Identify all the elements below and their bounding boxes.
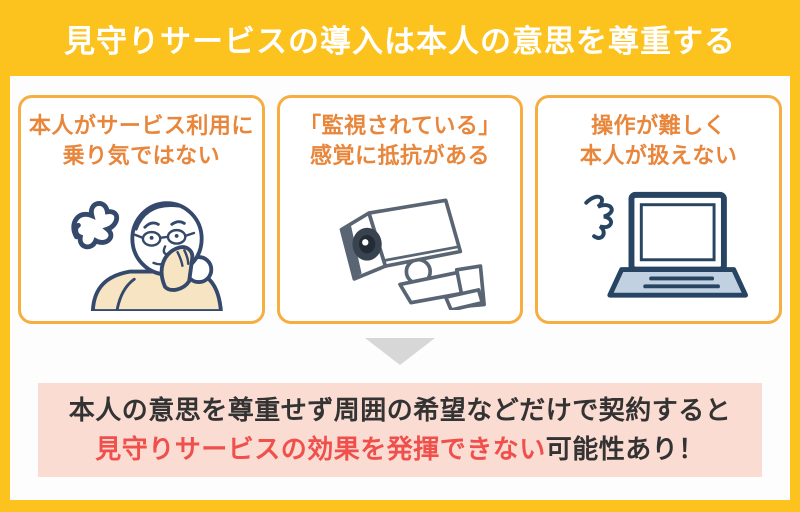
card-title: 本人がサービス利用に 乗り気ではない: [29, 111, 254, 171]
camera-body-crease: [383, 245, 458, 262]
card-title: 操作が難しく 本人が扱えない: [580, 111, 738, 171]
left-eyebrow: [143, 221, 161, 229]
card-illustration-area: [21, 171, 262, 321]
left-eye: [149, 235, 154, 240]
conclusion-box: 本人の意思を尊重せず周囲の希望などだけで契約すると 見守りサービスの効果を発揮で…: [38, 383, 762, 477]
card-illustration-area: [538, 171, 779, 321]
card-title: 「監視されている」 感覚に抵抗がある: [299, 111, 501, 171]
laptop-icon: [583, 191, 748, 298]
conclusion-line1: 本人の意思を尊重せず周囲の希望などだけで契約すると: [68, 395, 732, 425]
hair-fringe-line: [135, 204, 181, 231]
right-eyebrow: [170, 220, 187, 226]
reason-cards-row: 本人がサービス利用に 乗り気ではない: [10, 76, 790, 324]
security-camera-icon: [339, 198, 486, 310]
card-surveillance-feeling: 「監視されている」 感覚に抵抗がある: [276, 95, 524, 324]
conclusion-line2-rest: 可能性あり！: [545, 434, 705, 464]
finger-lines: [176, 249, 190, 267]
card-title-line2: 感覚に抵抗がある: [309, 143, 490, 168]
glasses-frame: [134, 231, 196, 240]
card-title-line2: 本人が扱えない: [579, 143, 738, 168]
content-panel: 本人がサービス利用に 乗り気ではない: [10, 76, 790, 500]
card-title-line1: 「監視されている」: [299, 113, 501, 138]
hand-on-cheek: [160, 245, 195, 292]
laptop-base: [607, 267, 748, 298]
right-eye: [175, 233, 179, 238]
conclusion-highlight: 見守りサービスの効果を発揮できない: [95, 434, 546, 464]
card-title-line2: 乗り気ではない: [62, 143, 221, 168]
camera-bracket-foot: [443, 288, 485, 310]
card-difficult-operation: 操作が難しく 本人が扱えない: [535, 95, 783, 324]
confusion-scribble-icon: [71, 201, 120, 250]
down-arrow-icon: [365, 338, 435, 365]
sleeve-fold-line: [115, 277, 137, 311]
confusion-scribble-icon: [583, 194, 614, 240]
conclusion-line2: 見守りサービスの効果を発揮できない可能性あり！: [95, 430, 705, 469]
nose: [162, 245, 168, 256]
camera-bezel-shadow: [341, 224, 362, 279]
camera-lens-highlight: [362, 239, 369, 246]
card-title-line1: 本人がサービス利用に: [28, 113, 254, 138]
worried-elderly-woman-icon: [71, 201, 224, 311]
card-reluctant-user: 本人がサービス利用に 乗り気ではない: [18, 95, 265, 324]
card-title-line1: 操作が難しく: [591, 113, 727, 138]
laptop-screen: [639, 203, 716, 262]
card-illustration-area: [280, 171, 521, 321]
page-title: 見守りサービスの導入は本人の意思を尊重する: [64, 23, 736, 59]
